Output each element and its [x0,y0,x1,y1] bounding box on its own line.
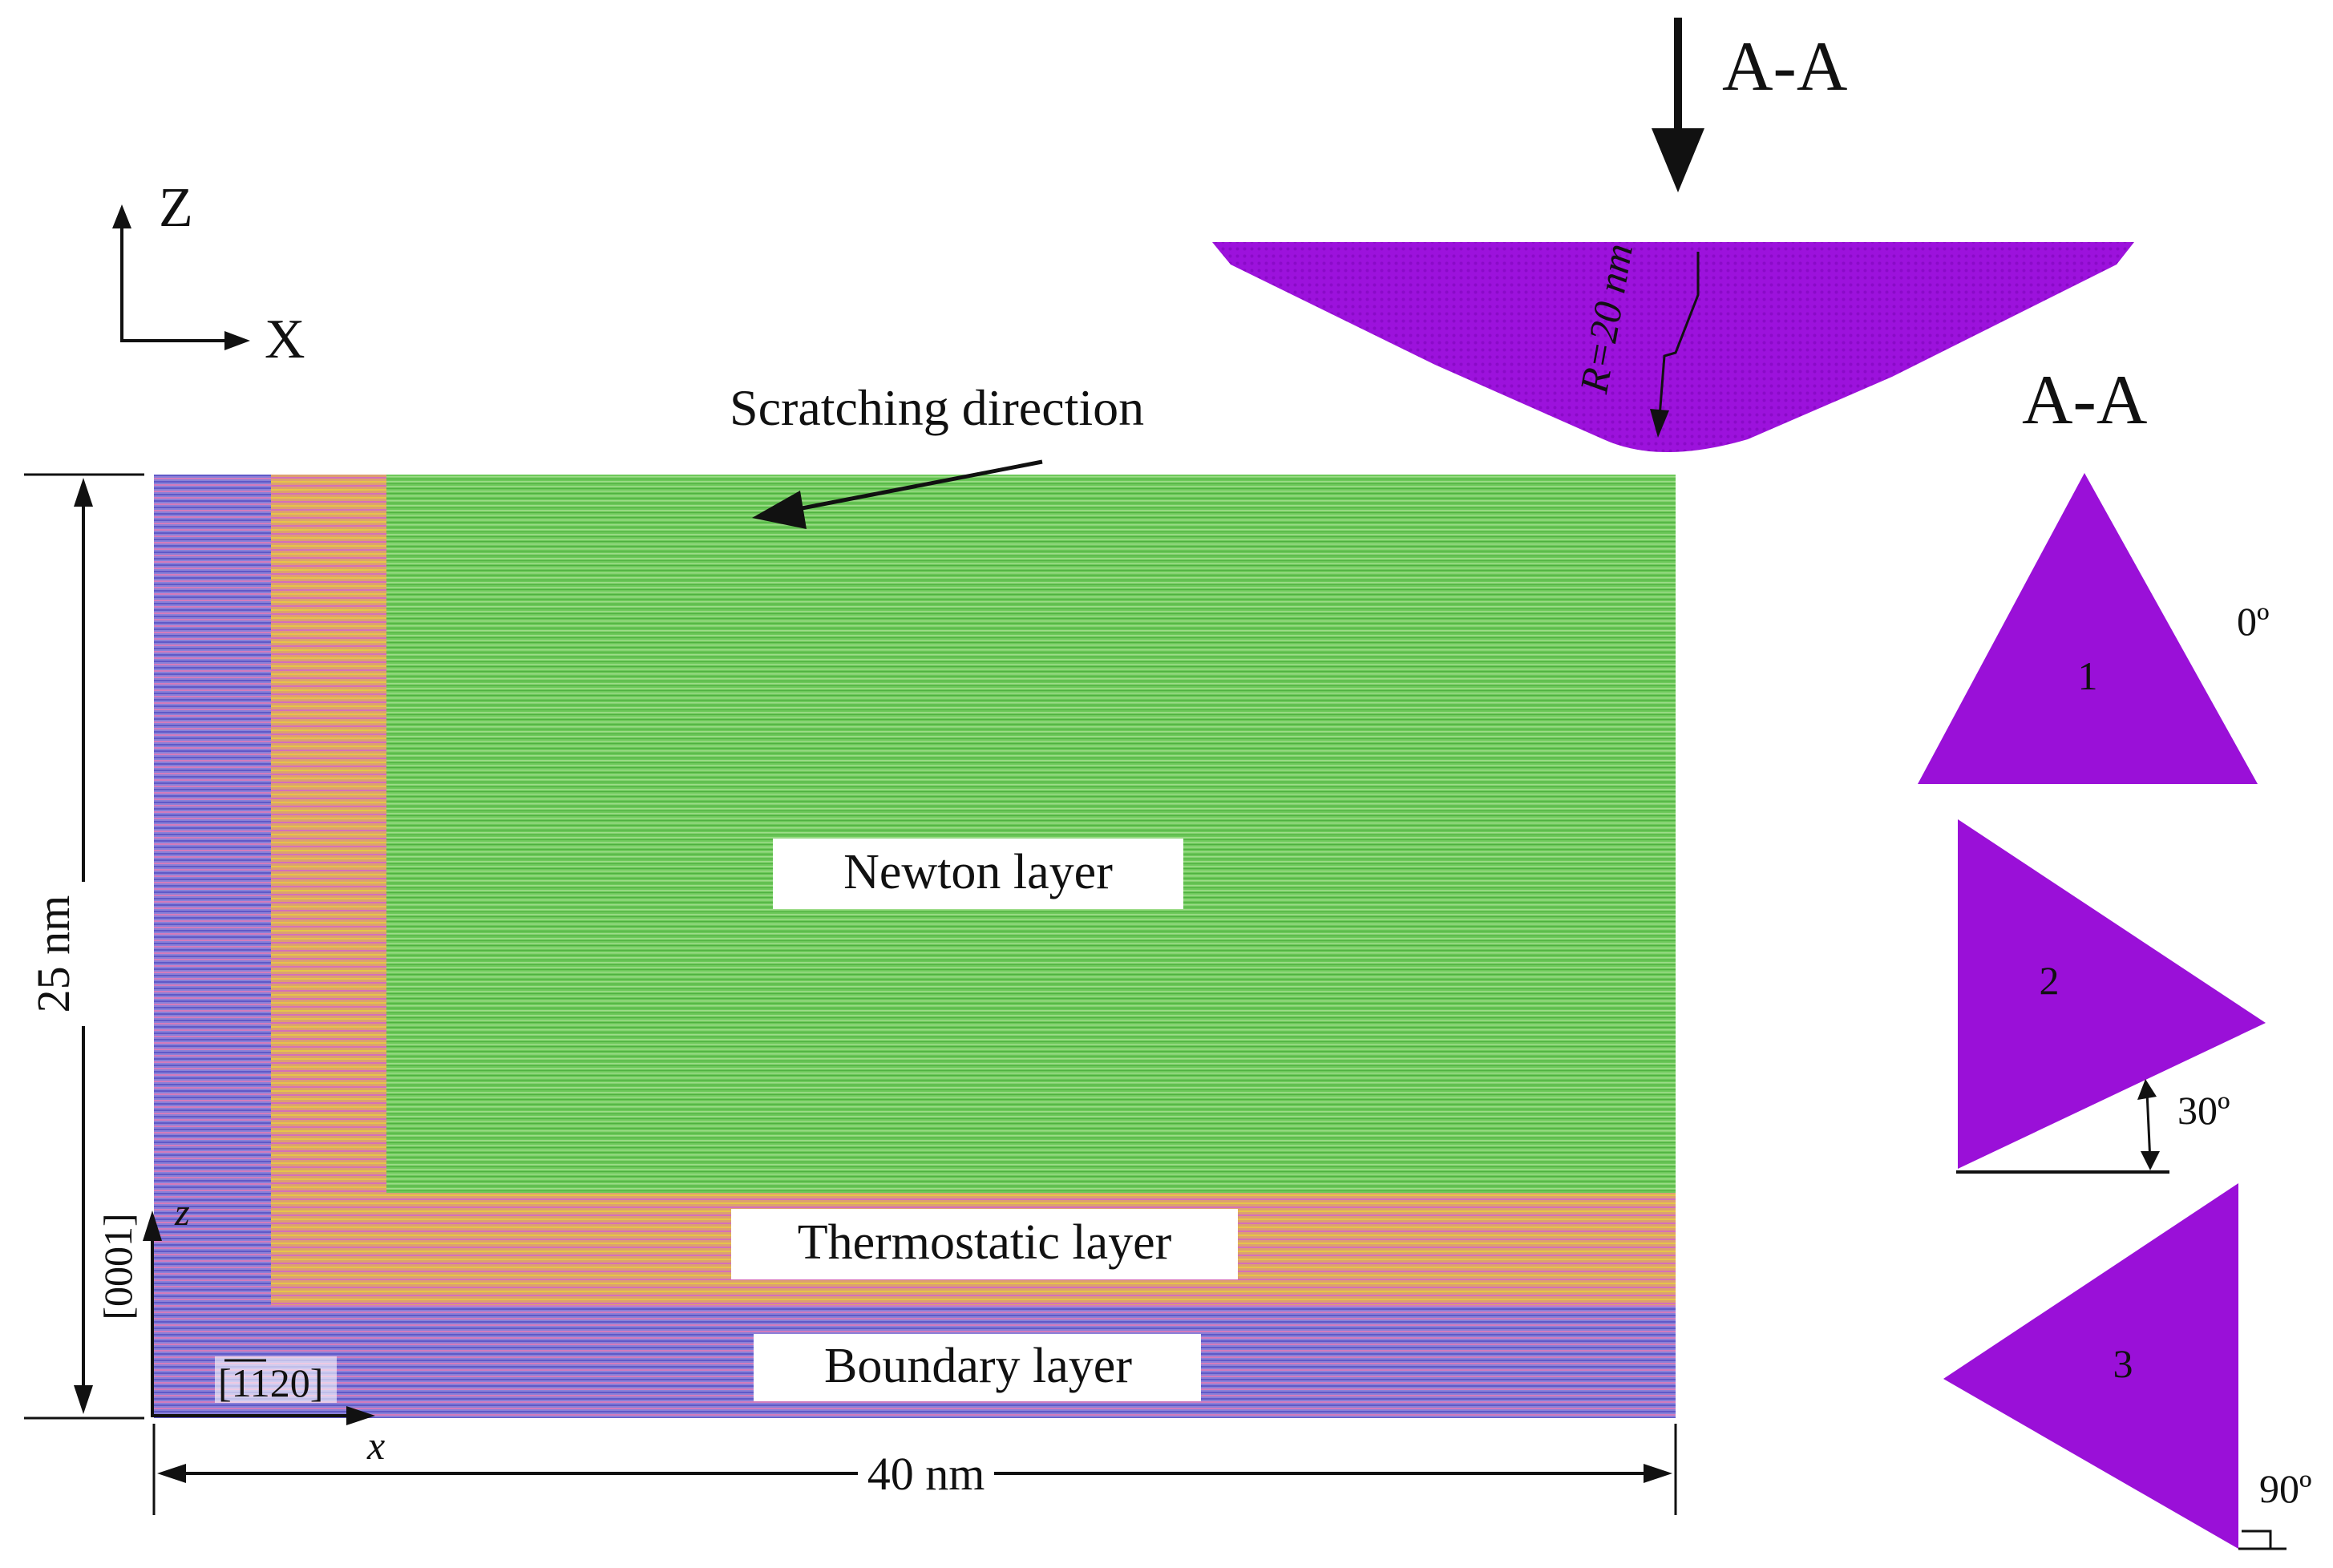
scratching-direction-annotation: Scratching direction [730,379,1144,529]
height-arrow-bottom [74,1385,93,1414]
triangle-2-angle-line [2145,1091,2152,1163]
triangle-3-angle: 90º [2259,1466,2312,1511]
tool-profile: R=20 nm [1212,240,2134,452]
crystal-z-arrowhead [143,1210,162,1241]
tool-radius-line [1658,252,1700,418]
height-arrow-top [74,478,93,507]
width-arrow-left [157,1464,186,1483]
width-dimension-label: 40 nm [867,1448,985,1500]
triangle-3-number: 3 [2113,1341,2133,1386]
section-indicator-top: A-A [1652,18,1847,192]
crystal-z-direction: [0001] [95,1213,140,1319]
newton-layer-label-group: Newton layer [773,839,1183,909]
crystal-axes: z [0001] x [1120] [95,1191,385,1468]
crystal-x-axis-label: x [366,1423,385,1468]
height-dimension: 25 nm [24,473,144,1420]
width-dimension: 40 nm [152,1424,1677,1515]
section-label-side: A-A [2022,362,2147,439]
orientation-triangle-3 [1943,1183,2238,1549]
height-label-bg [32,882,96,1026]
x-arrowhead [224,331,250,350]
crystal-z-label: z [174,1191,190,1234]
thermostatic-layer-label: Thermostatic layer [798,1215,1172,1270]
tool-body [1212,242,2134,452]
triangle-1-angle: 0º [2237,599,2270,644]
orientation-triangle-2 [1958,819,2266,1169]
load-arrowhead [1652,128,1704,192]
triangle-2-number: 2 [2040,958,2060,1003]
newton-label-box [773,839,1183,909]
x-axis-label: X [265,309,305,370]
crystal-x-arrowhead [346,1406,375,1425]
global-axis-indicator: Z X [112,177,305,370]
triangle-1-number: 1 [2078,653,2098,698]
triangle-2-angle-text: 30º [2177,1088,2230,1133]
crystal-x-direction: [1120] [218,1360,323,1405]
triangle-2-angle-arrow-bottom [2141,1151,2160,1170]
z-axis-label: Z [159,177,193,239]
triangle-2-angle-arrow-top [2137,1079,2157,1100]
triangle-3-right-angle-mark [2242,1530,2272,1549]
z-arrowhead [112,204,131,228]
newton-layer [386,475,1676,1193]
scratching-direction-label: Scratching direction [730,379,1144,436]
width-arrow-right [1644,1464,1672,1483]
thermostatic-layer-label-group: Thermostatic layer [731,1209,1238,1279]
thermostatic-label-box [731,1209,1238,1279]
boundary-label-box [754,1334,1201,1401]
scratching-direction-line [793,459,1043,512]
newton-layer-label: Newton layer [843,845,1113,899]
boundary-layer-label: Boundary layer [824,1339,1132,1393]
boundary-layer-label-group: Boundary layer [754,1334,1201,1401]
boundary-layer-left [154,475,271,1418]
height-dimension-label: 25 nm [27,895,79,1013]
crystal-x-direction-bg [215,1356,337,1403]
scratching-direction-arrowhead [752,491,807,529]
orientation-triangle-1 [1918,473,2258,784]
tool-radius-arrowhead [1650,409,1669,438]
width-label-bg [858,1448,994,1497]
section-label-top: A-A [1722,28,1847,106]
thermostatic-layer-left [271,475,386,1305]
orientation-panel: A-A 1 0º 2 30º 3 90º [1918,362,2312,1550]
